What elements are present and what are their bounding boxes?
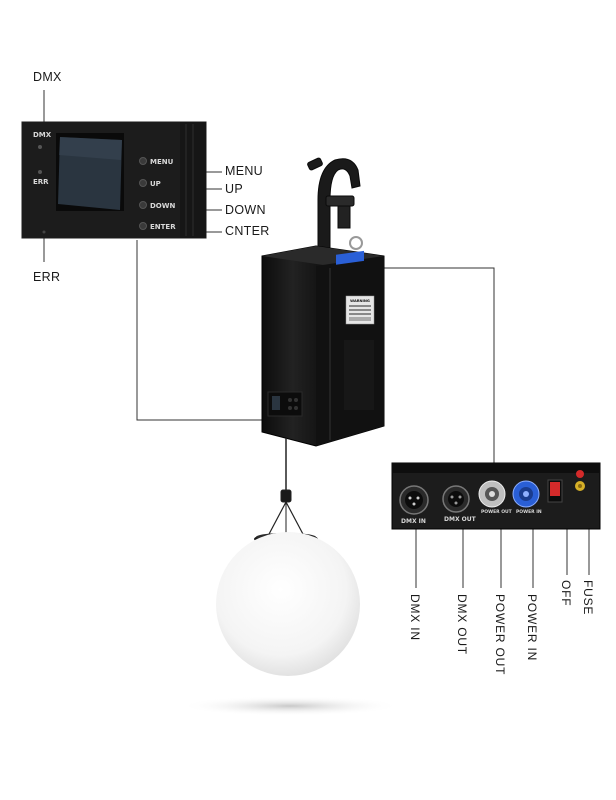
rear-panel-inset [391, 462, 601, 530]
rear-power-in-text: POWER IN [516, 510, 542, 515]
menu-button [139, 157, 147, 165]
label-up: UP [225, 182, 243, 196]
err-hole [42, 230, 46, 234]
label-fuse: FUSE [581, 580, 595, 616]
fuse-holder [575, 470, 585, 491]
label-off: OFF [559, 580, 573, 607]
label-down: DOWN [225, 203, 266, 217]
label-dmx-in: DMX IN [408, 594, 422, 641]
up-button [139, 179, 147, 187]
label-dmx-out: DMX OUT [455, 594, 469, 655]
down-button [139, 201, 147, 209]
control-panel-inset [21, 121, 207, 239]
rear-power-out-text: POWER OUT [481, 510, 512, 515]
label-menu: MENU [225, 164, 264, 178]
led-ball [216, 532, 360, 676]
label-err: ERR [33, 270, 61, 284]
panel-err-text: ERR [33, 178, 49, 186]
dmx-led [38, 145, 42, 149]
control-panel-callout-lines [43, 90, 266, 421]
rear-panel-callout-line [383, 267, 495, 463]
power-switch [547, 479, 563, 503]
winch-housing: WARNING [261, 245, 385, 447]
svg-text:WARNING: WARNING [350, 299, 370, 303]
panel-down-text: DOWN [150, 202, 176, 210]
label-power-in: POWER IN [525, 594, 539, 662]
label-power-out: POWER OUT [493, 594, 507, 676]
label-dmx: DMX [33, 70, 62, 84]
label-center: CNTER [225, 224, 270, 238]
lcd-screen [56, 133, 124, 211]
panel-up-text: UP [150, 180, 161, 188]
panel-enter-text: ENTER [150, 223, 176, 231]
rear-dmx-out-text: DMX OUT [444, 516, 476, 523]
dmx-in-connector [399, 485, 429, 515]
dmx-out-connector [442, 485, 470, 513]
ball-shadow [180, 696, 400, 716]
rear-dmx-in-text: DMX IN [401, 518, 426, 525]
power-in-connector [512, 480, 540, 508]
hook-clamp [307, 157, 363, 250]
panel-dmx-text: DMX [33, 131, 52, 139]
suspension-cable [267, 438, 305, 537]
err-led [38, 170, 42, 174]
panel-menu-text: MENU [150, 158, 174, 166]
enter-button [139, 222, 147, 230]
power-out-connector [478, 480, 506, 508]
